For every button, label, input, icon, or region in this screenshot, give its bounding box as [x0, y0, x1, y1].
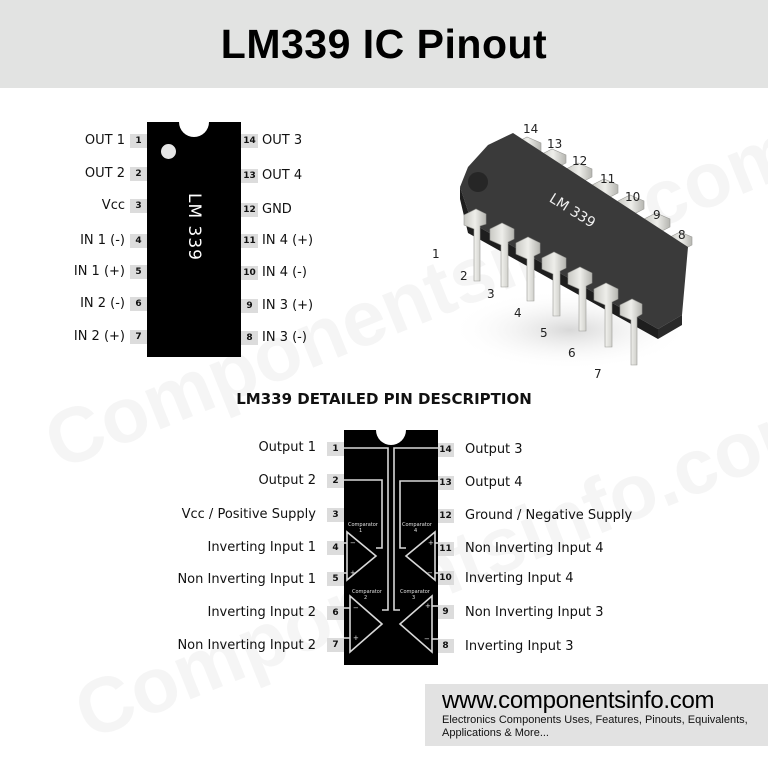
pin-description: Vcc / Positive Supply	[181, 507, 316, 522]
plus-sign-icon: +	[425, 602, 431, 610]
page-title: LM339 IC Pinout	[220, 20, 548, 67]
package-pin-number: 7	[594, 367, 602, 381]
minus-sign-icon: −	[350, 539, 356, 547]
pin-number: 5	[130, 265, 147, 279]
pin-description: Inverting Input 1	[207, 540, 316, 555]
comparator-label: Comparator	[400, 589, 431, 595]
package-pin-number: 1	[432, 247, 440, 261]
pin-label: OUT 2	[84, 166, 125, 181]
plus-sign-icon: +	[428, 539, 434, 547]
pin-label: OUT 4	[262, 168, 303, 183]
pin-number: 10	[241, 266, 258, 280]
footer-tagline: Electronics Components Uses, Features, P…	[442, 714, 748, 739]
pin-number: 8	[437, 639, 454, 653]
pin-label: Vcc	[101, 198, 125, 213]
pin-number: 10	[437, 571, 454, 585]
package-pin-number: 8	[678, 228, 686, 242]
pin-description: Output 3	[465, 442, 523, 457]
pin-description: Output 2	[258, 473, 316, 488]
website-link[interactable]: www.componentsinfo.com	[442, 687, 715, 714]
footer-banner: www.componentsinfo.com Electronics Compo…	[425, 684, 768, 746]
pin-label: IN 4 (+)	[262, 233, 314, 248]
comparator-number: 2	[364, 595, 367, 601]
pin-label: OUT 1	[84, 133, 125, 148]
pin-description: Inverting Input 4	[465, 571, 574, 586]
pin-number: 8	[241, 331, 258, 345]
comparator-number: 1	[359, 528, 362, 534]
pin-number: 7	[327, 638, 344, 652]
pin-number: 13	[437, 476, 454, 490]
pin-number: 4	[130, 234, 147, 248]
pin-description: Inverting Input 2	[207, 605, 316, 620]
pin-label: IN 3 (+)	[262, 298, 314, 313]
pin-number: 5	[327, 572, 344, 586]
minus-sign-icon: −	[427, 569, 433, 577]
pin-description: Non Inverting Input 3	[465, 605, 604, 620]
pin-number: 9	[437, 605, 454, 619]
plus-sign-icon: +	[353, 634, 359, 642]
page-header: LM339 IC Pinout	[0, 0, 768, 88]
pin-label: IN 3 (-)	[262, 330, 307, 345]
package-pin-number: 13	[547, 137, 562, 151]
package-pin-number: 12	[572, 154, 587, 168]
pin-number: 13	[241, 169, 258, 183]
pin-number: 1	[130, 134, 147, 148]
pin-number: 12	[241, 203, 258, 217]
pin-number: 2	[327, 474, 344, 488]
package-pin-number: 11	[600, 172, 615, 186]
comparator-number: 4	[414, 528, 417, 534]
pin-label: IN 1 (+)	[73, 264, 125, 279]
pin-number: 12	[437, 509, 454, 523]
package-pin-number: 2	[460, 269, 468, 283]
pin-label: OUT 3	[262, 133, 303, 148]
comparator-label: Comparator	[348, 522, 379, 528]
package-pin-number: 10	[625, 190, 640, 204]
comparator-number: 3	[412, 595, 415, 601]
pin-description: Non Inverting Input 4	[465, 541, 604, 556]
pin-description: Non Inverting Input 1	[177, 572, 316, 587]
package-pin-number: 14	[523, 122, 538, 136]
pin-number: 11	[437, 542, 454, 556]
minus-sign-icon: −	[424, 635, 430, 643]
pin-description: Non Inverting Input 2	[177, 638, 316, 653]
pin-number: 7	[130, 330, 147, 344]
pin-number: 6	[327, 606, 344, 620]
pin-number: 9	[241, 299, 258, 313]
pin-description: Output 4	[465, 475, 523, 490]
pin-description: Inverting Input 3	[465, 639, 574, 654]
pin-number: 11	[241, 234, 258, 248]
package-pin-number: 4	[514, 306, 522, 320]
dip-chip-body: LM 339	[147, 107, 241, 357]
pin-number: 4	[327, 541, 344, 555]
package-pin-number: 6	[568, 346, 576, 360]
pin-label: IN 2 (-)	[80, 296, 125, 311]
plus-sign-icon: +	[350, 569, 356, 577]
notch-icon	[179, 107, 209, 137]
package-pin-number: 9	[653, 208, 661, 222]
pin-number: 6	[130, 297, 147, 311]
section-title: LM339 DETAILED PIN DESCRIPTION	[236, 390, 532, 408]
comparator-schematic-chip: Comparator 1 Comparator 4 Comparator 2 C…	[344, 430, 438, 665]
pin1-dot-icon	[161, 144, 176, 159]
package-photo: LM 339 1 2 3 4 5 6 7 8 9 10 11 12 13 14	[420, 115, 710, 385]
comparator-label: Comparator	[402, 522, 433, 528]
pin-label: IN 2 (+)	[73, 329, 125, 344]
dip14-package-illustration: LM 339 1 2 3 4 5 6 7 8 9 10 11 12 13 14	[432, 122, 693, 381]
pin-label: IN 1 (-)	[80, 233, 125, 248]
pin-number: 3	[130, 199, 147, 213]
package-pin-number: 3	[487, 287, 495, 301]
pin-description: Output 1	[258, 440, 316, 455]
pin-label: IN 4 (-)	[262, 265, 307, 280]
chip-label: LM 339	[184, 193, 204, 261]
pin-label: GND	[262, 202, 292, 217]
minus-sign-icon: −	[353, 604, 359, 612]
pin-number: 14	[437, 443, 454, 457]
package-pin-number: 5	[540, 326, 548, 340]
pin-description: Ground / Negative Supply	[465, 508, 633, 523]
pin-number: 1	[327, 442, 344, 456]
pin-number: 3	[327, 508, 344, 522]
pin-number: 2	[130, 167, 147, 181]
comparator-label: Comparator	[352, 589, 383, 595]
pin-number: 14	[241, 134, 258, 148]
